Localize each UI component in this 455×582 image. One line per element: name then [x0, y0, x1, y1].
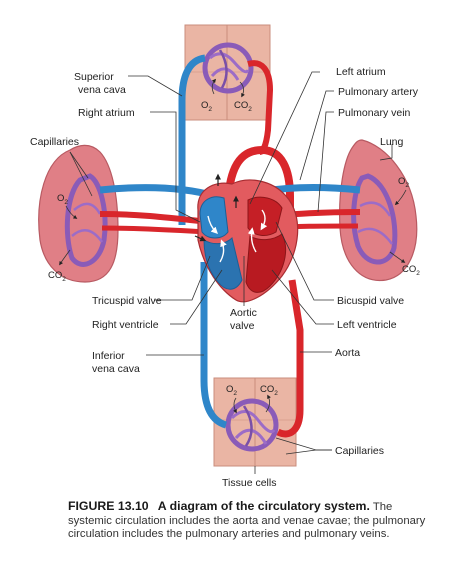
o2-arrow-right-lung: [394, 189, 407, 206]
right-ventricle-chamber: [203, 237, 243, 290]
o2-label-bottom: O2: [226, 384, 237, 397]
inferior-vena-cava-vessel: [200, 262, 228, 429]
label-lung: Lung: [380, 136, 404, 148]
label-superior-vena-cava-line2: vena cava: [78, 84, 126, 96]
label-aortic-valve-line2: valve: [230, 320, 255, 332]
o2-label-right-lung: O2: [398, 176, 409, 189]
o2-label-left-lung: O2: [57, 193, 68, 206]
label-left-ventricle: Left ventricle: [337, 319, 397, 331]
co2-arrow-bottom: [265, 394, 271, 413]
left-ventricle-chamber: [245, 233, 286, 293]
figure-title: A diagram of the circulatory system.: [157, 499, 370, 513]
co2-label-bottom: CO2: [260, 384, 278, 397]
co2-arrow-right-lung: [389, 251, 406, 263]
label-inferior-vena-cava-line2: vena cava: [92, 363, 140, 375]
upper-capillary-bed: [202, 42, 254, 94]
o2-arrow-top: [211, 78, 217, 95]
label-superior-vena-cava-line1: Superior: [74, 71, 114, 83]
right-atrium-chamber: [199, 196, 229, 239]
co2-label-right-lung: CO2: [402, 264, 420, 277]
descending-aorta: [276, 279, 304, 438]
o2-arrow-left-lung: [65, 205, 78, 219]
right-lung: [339, 139, 418, 282]
label-right-ventricle: Right ventricle: [92, 319, 159, 331]
label-capillaries-left: Capillaries: [30, 136, 79, 148]
figure-caption: FIGURE 13.10 A diagram of the circulator…: [68, 499, 438, 542]
superior-vena-cava-vessel: [178, 54, 206, 225]
co2-label-top: CO2: [234, 100, 252, 113]
label-left-atrium: Left atrium: [336, 66, 386, 78]
label-tissue-cells: Tissue cells: [222, 477, 276, 489]
label-aorta: Aorta: [335, 347, 360, 359]
figure-caption-text: The systemic circulation includes the ao…: [68, 501, 426, 541]
label-pulmonary-vein: Pulmonary vein: [338, 107, 411, 119]
leader-lines: [69, 71, 393, 474]
circulatory-diagram: O2 CO2 O2 CO2 O2 CO2 O2 CO2: [30, 24, 420, 489]
co2-arrow-top: [239, 81, 245, 98]
co2-arrow-left-lung: [59, 249, 71, 266]
label-capillaries-bottom: Capillaries: [335, 445, 384, 457]
pulmonary-artery-left-vessel: [99, 184, 216, 200]
label-inferior-vena-cava-line1: Inferior: [92, 350, 125, 362]
lower-capillary-bed: [225, 398, 279, 452]
label-right-atrium: Right atrium: [78, 107, 135, 119]
aorta-to-head: [247, 60, 274, 155]
o2-label-top: O2: [201, 100, 212, 113]
label-aortic-valve-line1: Aortic: [230, 307, 257, 319]
left-lung: [38, 144, 119, 283]
label-bicuspid-valve: Bicuspid valve: [337, 295, 404, 307]
co2-label-left-lung: CO2: [48, 270, 66, 283]
o2-arrow-bottom: [233, 397, 237, 414]
figure-number: FIGURE 13.10: [68, 499, 149, 513]
label-tricuspid-valve: Tricuspid valve: [92, 295, 162, 307]
label-pulmonary-artery: Pulmonary artery: [338, 86, 419, 98]
